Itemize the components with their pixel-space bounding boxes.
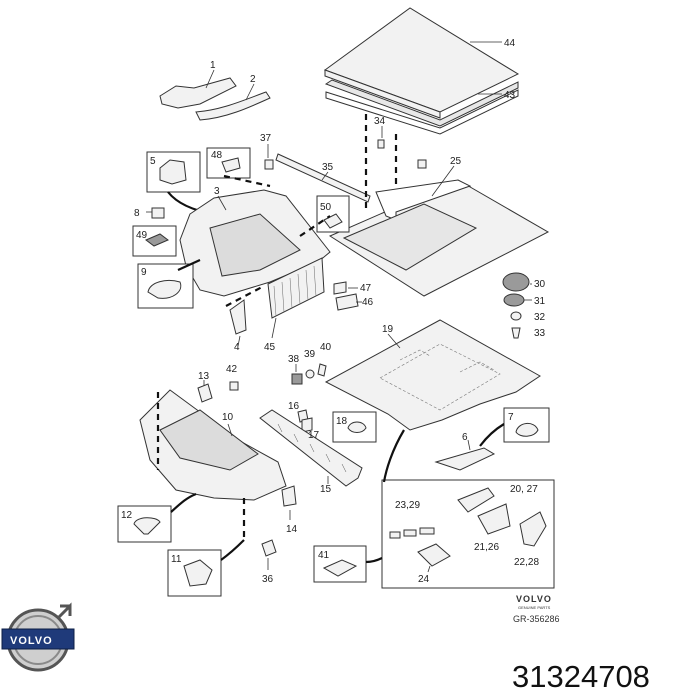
callout-35: 35 [322,162,334,173]
callout-45: 45 [264,342,276,353]
callout-46: 46 [362,297,374,308]
clip-14 [281,485,297,507]
nut-39 [305,369,315,379]
callout-15: 15 [320,484,332,495]
callout-17: 17 [308,430,320,441]
clip-8 [151,207,165,219]
logo-text: VOLVO [10,635,53,647]
box-18 [332,411,377,443]
pad-22-28 [519,511,547,547]
part-number: 31324708 [512,659,650,694]
callout-36: 36 [262,574,274,585]
callout-50: 50 [320,202,332,213]
callout-18: 18 [336,416,348,427]
callout-9: 9 [141,267,147,278]
clip-47 [333,281,347,295]
clip-36 [261,539,277,557]
callout-43: 43 [504,90,516,101]
clip-42 [229,381,239,391]
callout-23-29: 23,29 [395,500,420,511]
sill-plate-15 [259,409,363,487]
clip-38 [291,373,303,385]
callout-14: 14 [286,524,298,535]
callout-48: 48 [211,150,223,161]
brand-subtitle: GENUINE PARTS [518,605,551,610]
screw-33 [511,327,521,339]
brand-name: VOLVO [516,594,552,604]
callout-32: 32 [534,312,546,323]
floor-mat-group [323,7,520,135]
callout-12: 12 [121,510,133,521]
callout-2: 2 [250,74,256,85]
callout-37: 37 [260,133,272,144]
callout-19: 19 [382,324,394,335]
callout-6: 6 [462,432,468,443]
mat-24 [417,543,451,567]
callout-4: 4 [234,342,240,353]
cover-6 [434,447,496,471]
callout-7: 7 [508,412,514,423]
callout-34: 34 [374,116,386,127]
callout-33: 33 [534,328,546,339]
callout-38: 38 [288,354,300,365]
callout-11: 11 [171,554,182,565]
bolt-40 [317,363,327,377]
pad-23-29-b [403,529,417,537]
callout-5: 5 [150,156,156,167]
plug-30 [502,272,530,292]
callout-16: 16 [288,401,300,412]
diagram-reference: GR-356286 [513,614,560,624]
callout-44: 44 [504,38,516,49]
bracket-46 [335,293,359,311]
pad-20-27 [457,487,495,513]
callout-49: 49 [136,230,148,241]
pad-23-29-a [389,531,401,539]
pad-21-26 [477,503,511,535]
callout-41: 41 [318,550,330,561]
bracket-1 [159,77,237,109]
callout-13: 13 [198,371,210,382]
callout-20-27: 20, 27 [510,484,538,495]
clip-17 [301,417,313,433]
callout-10: 10 [222,412,234,423]
callout-25: 25 [450,156,462,167]
box-49 [132,225,177,257]
pad-23-29-c [419,527,435,535]
callout-21-26: 21,26 [474,542,499,553]
callout-40: 40 [320,342,332,353]
callout-31: 31 [534,296,546,307]
floor-cover-19 [324,319,541,431]
trim-strip-2 [195,91,271,121]
callouts: 44 43 1 2 37 34 5 48 35 25 3 8 50 49 30 … [121,38,546,585]
callout-1: 1 [210,60,216,71]
callout-22-28: 22,28 [514,557,539,568]
callout-42: 42 [226,364,238,375]
bracket-4 [229,299,247,335]
callout-3: 3 [214,186,220,197]
washer-32 [510,311,522,321]
grommet-31 [503,293,525,307]
clip-13 [197,383,213,403]
cargo-net-45 [267,257,325,319]
volvo-logo-icon: VOLVO [1,602,75,672]
box-9 [137,263,194,309]
callout-8: 8 [134,208,140,219]
callout-24: 24 [418,574,430,585]
callout-47: 47 [360,283,372,294]
callout-30: 30 [534,279,546,290]
clip-37 [264,159,274,170]
callout-39: 39 [304,349,316,360]
